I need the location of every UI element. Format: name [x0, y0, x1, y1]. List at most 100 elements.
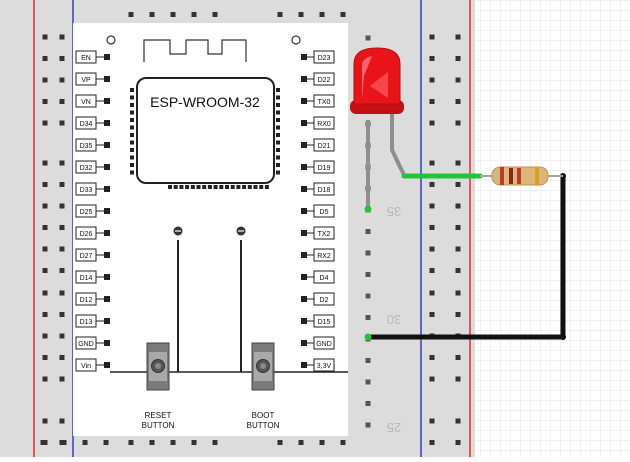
- module-pad: [219, 185, 224, 189]
- module-pad: [185, 185, 190, 189]
- pin-label: D14: [80, 275, 93, 282]
- module-pad: [130, 133, 134, 137]
- breadboard-hole: [365, 229, 371, 234]
- breadboard-hole: [455, 290, 461, 296]
- red-led-icon: [350, 47, 404, 114]
- breadboard-hole: [149, 12, 155, 17]
- pin-label: D32: [80, 165, 93, 172]
- pin-right-gnd: GND: [301, 336, 335, 350]
- pin-right-d5: D5: [301, 204, 335, 218]
- pin-right-d23: D23: [301, 50, 335, 64]
- pin-right-tx2: TX2: [301, 226, 335, 240]
- breadboard-hole: [298, 12, 304, 17]
- breadboard-hole: [42, 225, 48, 230]
- pin-label: VN: [81, 99, 91, 106]
- module-pad: [276, 88, 280, 92]
- pin-label: VP: [81, 77, 91, 84]
- breadboard-hole: [429, 246, 435, 252]
- breadboard-hole: [42, 376, 48, 382]
- breadboard-hole: [59, 56, 65, 61]
- breadboard-hole: [42, 160, 48, 166]
- breadboard-hole: [455, 99, 461, 104]
- pin-label: D13: [80, 319, 93, 326]
- breadboard-hole: [82, 440, 88, 445]
- breadboard-hole: [429, 203, 435, 209]
- breadboard-hole: [455, 182, 461, 187]
- pin-left-d12: D12: [75, 292, 110, 306]
- breadboard-hole: [61, 440, 67, 445]
- pin-label: D4: [320, 275, 329, 282]
- breadboard-hole: [42, 203, 48, 209]
- pin-left-d26: D26: [75, 226, 110, 240]
- breadboard-hole: [429, 120, 435, 126]
- module-pad: [190, 185, 195, 189]
- breadboard-hole: [59, 160, 65, 166]
- breadboard-hole: [42, 34, 48, 40]
- pin-left-d35: D35: [75, 138, 110, 152]
- screw-icon: [236, 226, 246, 236]
- breadboard-hole: [59, 203, 65, 209]
- module-pad: [259, 185, 264, 189]
- module-pad: [236, 185, 241, 189]
- pin-label: D22: [318, 77, 331, 84]
- connection-dot: [364, 333, 372, 341]
- pin-left-vin: Vin: [75, 358, 110, 372]
- connection-dot: [364, 205, 372, 213]
- breadboard-hole: [365, 315, 371, 320]
- breadboard-hole: [149, 440, 155, 445]
- reset-button[interactable]: [146, 342, 170, 391]
- pin-left-d33: D33: [75, 182, 110, 196]
- breadboard-hole: [59, 99, 65, 104]
- breadboard-hole: [59, 290, 65, 296]
- pin-label: RX2: [317, 253, 331, 260]
- module-pad: [276, 125, 280, 130]
- breadboard-holes: [40, 12, 461, 445]
- pin-left-vn: VN: [75, 94, 110, 108]
- breadboard-hole: [365, 293, 371, 299]
- module-pad: [276, 95, 280, 100]
- breadboard-hole: [429, 440, 435, 445]
- pin-label: D12: [80, 297, 93, 304]
- module-pad: [130, 148, 134, 152]
- breadboard-hole: [42, 56, 48, 61]
- breadboard-hole: [59, 225, 65, 230]
- breadboard-hole: [429, 376, 435, 382]
- breadboard-hole: [365, 272, 371, 277]
- breadboard-hole: [103, 440, 109, 445]
- breadboard-hole: [42, 290, 48, 296]
- breadboard-hole: [128, 440, 134, 445]
- module-pad: [130, 118, 134, 122]
- pin-label: 3,3V: [317, 363, 332, 370]
- module-pad: [264, 185, 269, 189]
- breadboard-hole: [455, 418, 461, 424]
- breadboard-hole: [429, 56, 435, 61]
- row-number-25: 25: [387, 420, 401, 435]
- module-pad: [130, 103, 134, 107]
- module-pad: [276, 118, 280, 122]
- module-pad: [213, 185, 218, 189]
- pin-headers: ENVPVND34D35D32D33D25D26D27D14D12D13GNDV…: [75, 50, 335, 372]
- module-pad: [225, 185, 229, 189]
- breadboard-hole: [42, 120, 48, 126]
- module-pad: [276, 140, 280, 145]
- breadboard-hole: [429, 355, 435, 360]
- breadboard-hole: [59, 333, 65, 339]
- row-number-35: 35: [387, 204, 401, 219]
- breadboard-hole: [59, 182, 65, 187]
- pin-label: GND: [78, 341, 94, 348]
- mounting-hole: [106, 35, 116, 45]
- esp32-board: ESP-WROOM-32 ENVPVND34D35D32D33D25D26D27…: [73, 23, 348, 436]
- boot-button[interactable]: [251, 342, 275, 391]
- breadboard-hole: [429, 160, 435, 166]
- breadboard-hole: [59, 34, 65, 40]
- breadboard-hole: [59, 376, 65, 382]
- pin-right-d2: D2: [301, 292, 335, 306]
- breadboard-hole: [191, 12, 197, 17]
- breadboard-hole: [40, 440, 46, 445]
- module-pad: [173, 185, 178, 189]
- module-pad: [130, 163, 134, 167]
- boot-button-label-2: BUTTON: [247, 421, 280, 430]
- module-pad: [276, 103, 280, 107]
- module-pad: [242, 185, 247, 189]
